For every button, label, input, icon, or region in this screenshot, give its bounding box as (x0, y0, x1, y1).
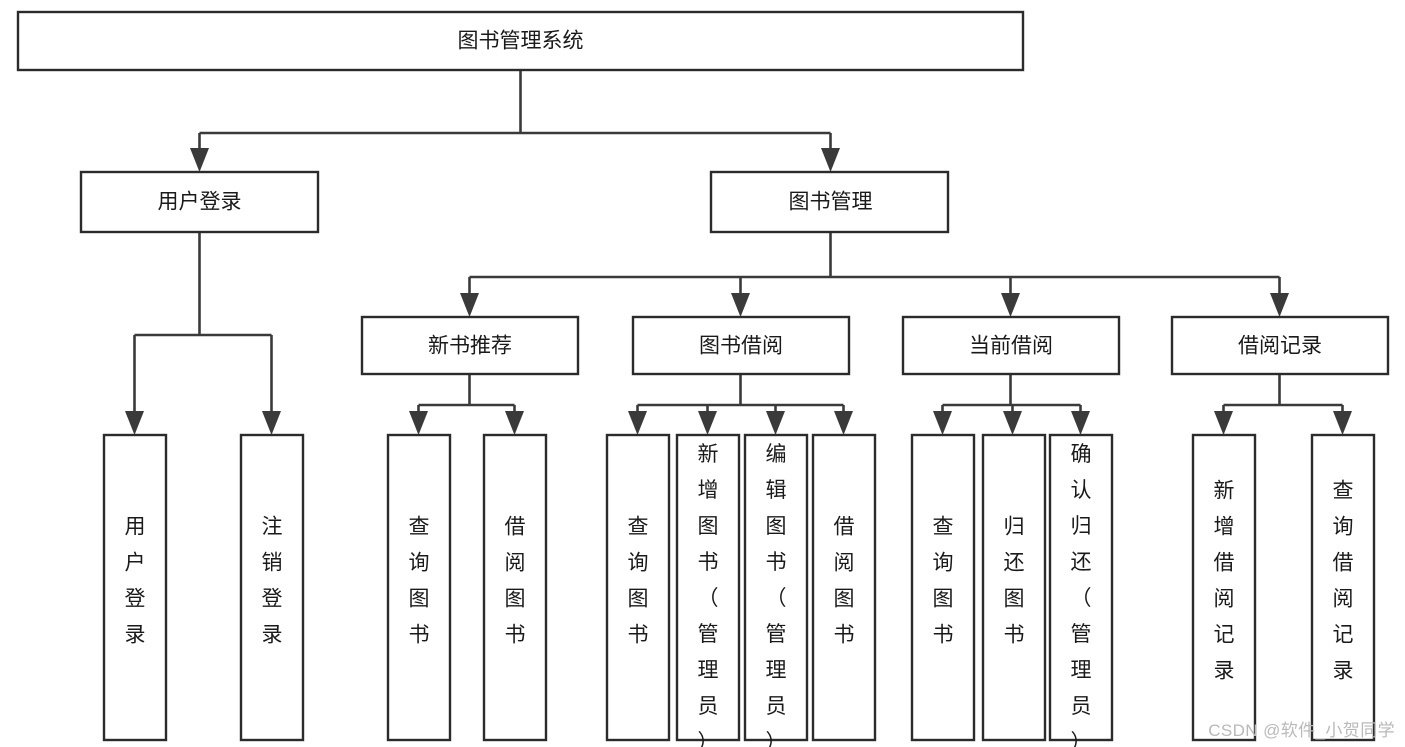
node-new-book-recommend-box[interactable] (360, 315, 580, 376)
leaf-borrow-book-2-label: 借阅图书 (834, 516, 855, 647)
arrow-head-icon (933, 411, 952, 435)
node-user-login[interactable]: 用户登录 (79, 170, 320, 234)
leaf-query-book-3[interactable] (910, 433, 976, 742)
arrow-head-icon (190, 148, 209, 172)
node-borrow-record-label: 借阅记录 (1238, 335, 1322, 358)
arrow-head-icon (505, 411, 524, 435)
leaf-logout-login-box[interactable] (239, 433, 305, 742)
leaf-user-login-label: 用户登录 (125, 516, 146, 647)
leaf-return-book-box[interactable] (981, 433, 1047, 742)
leaf-query-book-1[interactable] (386, 433, 452, 742)
leaf-logout-login-label: 注销登录 (262, 516, 283, 647)
leaf-add-borrow-record[interactable] (1191, 433, 1257, 742)
leaf-query-borrow-record-label: 查询借阅记录 (1333, 480, 1354, 683)
arrow-head-icon (628, 411, 647, 435)
node-new-book-recommend[interactable]: 新书推荐 (360, 315, 580, 376)
leaf-query-borrow-record[interactable] (1310, 433, 1376, 742)
arrow-head-icon (834, 411, 853, 435)
connector-newbookrec-to-leaves (409, 374, 524, 435)
connector-currentborrow-to-leaves (933, 374, 1090, 435)
leaf-add-book-admin-label: 新增图书（管理员） (698, 443, 719, 747)
leaf-query-book-3-box[interactable] (910, 433, 976, 742)
node-root-label: 图书管理系统 (458, 30, 584, 53)
arrow-head-icon (1001, 293, 1020, 317)
leaf-user-login-box[interactable] (102, 433, 168, 742)
node-current-borrow-label: 当前借阅 (969, 335, 1053, 358)
connector-borrowrecord-to-leaves (1214, 374, 1352, 435)
arrow-head-icon (1214, 411, 1233, 435)
connector-bookmgmt-to-level2 (460, 232, 1289, 317)
arrow-head-icon (262, 411, 281, 435)
node-new-book-recommend-label: 新书推荐 (428, 335, 512, 358)
leaf-logout-login[interactable] (239, 433, 305, 742)
leaf-query-borrow-record-box[interactable] (1310, 433, 1376, 742)
arrow-head-icon (1003, 411, 1022, 435)
node-book-management-box[interactable] (709, 170, 950, 234)
leaf-confirm-return-admin-label: 确认归还（管理员） (1071, 443, 1092, 747)
arrow-head-icon (125, 411, 144, 435)
leaf-borrow-book-1-label: 借阅图书 (505, 516, 526, 647)
leaf-add-book-admin-box[interactable] (675, 433, 741, 742)
leaf-add-borrow-record-box[interactable] (1191, 433, 1257, 742)
arrow-head-icon (766, 411, 785, 435)
connector-layer (125, 70, 1352, 435)
leaf-return-book[interactable] (981, 433, 1047, 742)
arrow-head-icon (731, 293, 750, 317)
node-book-management-label: 图书管理 (789, 191, 873, 214)
connector-bookborrow-to-leaves (628, 374, 853, 435)
leaf-confirm-return-admin-box[interactable] (1048, 433, 1114, 742)
leaf-confirm-return-admin[interactable] (1048, 433, 1114, 742)
arrow-head-icon (821, 148, 840, 172)
node-user-login-label: 用户登录 (158, 191, 242, 214)
node-root-box[interactable] (16, 10, 1025, 72)
arrow-head-icon (1333, 411, 1352, 435)
leaf-borrow-book-2[interactable] (811, 433, 877, 742)
leaf-query-book-3-label: 查询图书 (933, 516, 954, 647)
csdn-watermark: CSDN @软件_小贺同学 (1208, 721, 1395, 740)
connector-userlogin-to-leaves (125, 232, 281, 435)
arrow-head-icon (460, 293, 479, 317)
leaf-borrow-book-1[interactable] (482, 433, 548, 742)
node-root[interactable]: 图书管理系统 (16, 10, 1025, 72)
node-layer: 图书管理系统 用户登录 图书管理 新书推荐 图书借阅 (16, 10, 1390, 742)
leaf-query-book-1-label: 查询图书 (409, 516, 430, 647)
node-book-borrow-label: 图书借阅 (699, 335, 783, 358)
leaf-return-book-label: 归还图书 (1004, 516, 1025, 647)
arrow-head-icon (409, 411, 428, 435)
leaf-query-book-2-label: 查询图书 (628, 516, 649, 647)
node-borrow-record-box[interactable] (1170, 315, 1390, 376)
leaf-edit-book-admin-label: 编辑图书（管理员） (766, 443, 787, 747)
connector-root-to-level1 (190, 70, 840, 172)
node-user-login-box[interactable] (79, 170, 320, 234)
leaf-add-borrow-record-label: 新增借阅记录 (1214, 480, 1235, 683)
node-book-borrow-box[interactable] (631, 315, 851, 376)
leaf-borrow-book-2-box[interactable] (811, 433, 877, 742)
vertical-label-layer: 用户登录 注销登录 查询图书 借阅图书 查询图书 新增图书（管理员） 编辑图书（管理员） 借阅… (125, 443, 1354, 747)
node-borrow-record[interactable]: 借阅记录 (1170, 315, 1390, 376)
arrow-head-icon (1071, 411, 1090, 435)
leaf-query-book-1-box[interactable] (386, 433, 452, 742)
leaf-edit-book-admin[interactable] (743, 433, 809, 742)
node-current-borrow-box[interactable] (901, 315, 1121, 376)
node-book-borrow[interactable]: 图书借阅 (631, 315, 851, 376)
leaf-add-book-admin[interactable] (675, 433, 741, 742)
arrow-head-icon (1270, 293, 1289, 317)
node-current-borrow[interactable]: 当前借阅 (901, 315, 1121, 376)
node-book-management[interactable]: 图书管理 (709, 170, 950, 234)
leaf-edit-book-admin-box[interactable] (743, 433, 809, 742)
leaf-borrow-book-1-box[interactable] (482, 433, 548, 742)
leaf-query-book-2-box[interactable] (605, 433, 671, 742)
leaf-query-book-2[interactable] (605, 433, 671, 742)
leaf-user-login[interactable] (102, 433, 168, 742)
arrow-head-icon (698, 411, 717, 435)
